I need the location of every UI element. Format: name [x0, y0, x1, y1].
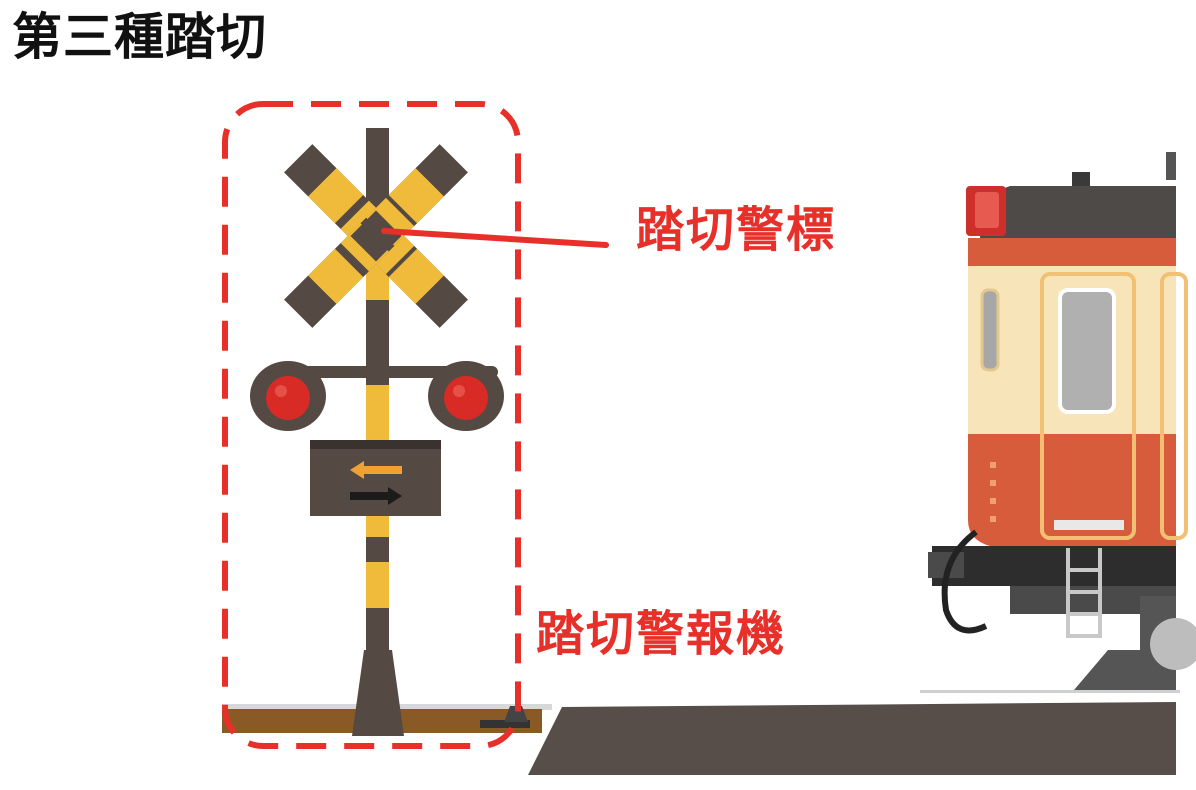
track-slab	[528, 702, 1176, 775]
crossbuck-sign-icon	[284, 144, 468, 328]
crossing-signal	[250, 128, 504, 736]
crossing-sign-label: 踏切警標	[636, 202, 837, 258]
page-title: 第三種踏切	[12, 8, 267, 66]
ladder-icon	[1066, 548, 1102, 638]
alarm-device-label: 踏切警報機	[536, 606, 787, 662]
train-icon	[928, 152, 1196, 690]
red-signal-lamp-icon	[250, 361, 326, 431]
red-signal-lamp-icon	[428, 361, 504, 431]
direction-arrow-icon	[310, 440, 441, 516]
highlight-frame	[222, 101, 521, 749]
track-bed	[528, 690, 1180, 775]
leader-line	[381, 228, 609, 248]
rail-base	[480, 720, 530, 728]
pole-base	[352, 650, 404, 736]
